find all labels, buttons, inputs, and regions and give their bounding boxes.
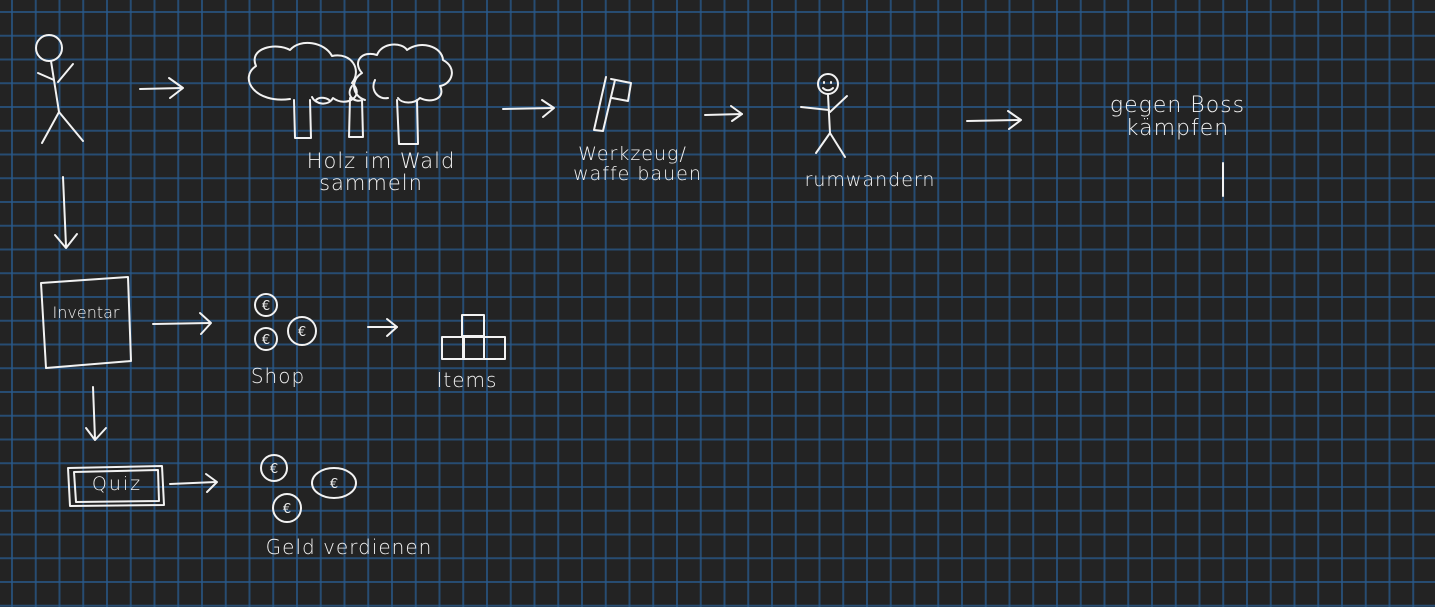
arrow-to-quiz: [85, 386, 107, 441]
werkzeug-label-line2: waffe bauen: [573, 162, 702, 185]
euro-coin-icon: €: [311, 467, 357, 499]
rumwandern-label: rumwandern: [804, 169, 936, 191]
arrow-to-shop: [152, 312, 212, 335]
arrow-to-axe: [502, 99, 555, 118]
item-blocks-icon: [441, 314, 506, 360]
arrow-to-items: [367, 318, 398, 337]
svg-text:€: €: [330, 477, 338, 492]
euro-coin-icon: €: [254, 327, 278, 351]
shop-coins: € € €: [254, 293, 317, 351]
geld-coins: € € €: [260, 454, 357, 523]
euro-coin-icon: €: [287, 316, 317, 346]
items-label: Items: [436, 368, 498, 392]
axe-icon: [593, 76, 632, 132]
holz-label: Holz im Wald sammeln: [286, 150, 476, 194]
boss-label-line2: kämpfen: [1125, 116, 1230, 142]
arrow-to-inventar: [54, 176, 78, 249]
boss-label: gegen Boss kämpfen: [1090, 94, 1265, 140]
euro-coin-icon: €: [254, 293, 278, 317]
trees-icon: [247, 41, 453, 145]
werkzeug-label-line1: Werkzeug/: [578, 143, 687, 165]
shop-label: Shop: [250, 364, 306, 388]
inventar-label: Inventar: [52, 303, 120, 322]
werkzeug-label: Werkzeug/ waffe bauen: [555, 144, 720, 185]
geld-label: Geld verdienen: [265, 535, 433, 559]
holz-label-line1: Holz im Wald: [306, 149, 456, 173]
quiz-box: [67, 465, 165, 507]
svg-text:€: €: [262, 299, 270, 314]
smiling-stick-figure-icon: [800, 73, 848, 158]
svg-text:€: €: [270, 462, 278, 477]
svg-text:€: €: [283, 502, 291, 517]
svg-text:€: €: [298, 325, 306, 340]
arrow-to-boss: [966, 110, 1022, 130]
stick-figure-icon: [35, 34, 84, 144]
quiz-label: Quiz: [91, 473, 143, 495]
arrow-to-wanderer: [704, 105, 743, 122]
holz-label-line2: sammeln: [319, 171, 423, 196]
arrow-to-geld: [169, 473, 218, 493]
inventar-box: [40, 276, 132, 369]
boss-label-line1: gegen Boss: [1109, 93, 1246, 118]
svg-text:€: €: [262, 333, 270, 348]
euro-coin-icon: €: [272, 493, 302, 523]
arrow-to-trees: [139, 77, 184, 99]
euro-coin-icon: €: [260, 454, 288, 482]
